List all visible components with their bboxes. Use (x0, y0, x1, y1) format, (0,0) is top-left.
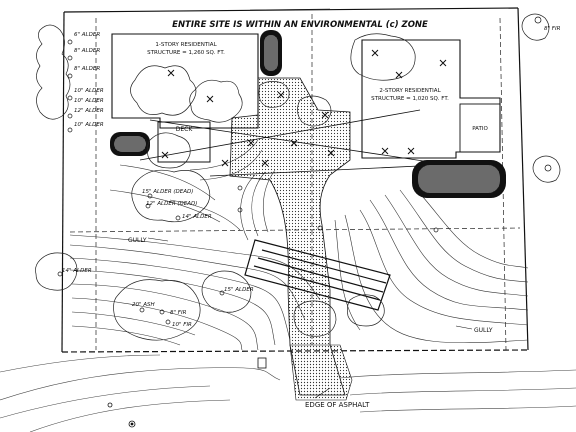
tree-label-alder-dead-1: 15" ALDER (DEAD) (142, 189, 193, 195)
tree-label-alder-4: 10" ALDER (74, 88, 104, 94)
edge-of-asphalt-label: EDGE OF ASPHALT (305, 401, 370, 409)
culvert-structure (244, 239, 391, 311)
deck-label: DECK (176, 126, 194, 133)
one-story-label: 1-STORY RESIDENTIAL (155, 42, 217, 48)
drain-pad-left (110, 132, 150, 156)
road-contours (0, 354, 576, 432)
tree-label-alder-1: 6" ALDER (74, 32, 100, 38)
tree-label-alder-14: 14" ALDER (182, 214, 212, 220)
north-boundary-annotation (249, 8, 331, 11)
patio-label: PATIO (472, 126, 488, 132)
site-section-lines (139, 109, 451, 177)
two-story-area: STRUCTURE = 1,020 SQ. FT. (371, 96, 449, 102)
tree-label-ash-20: 20" ASH (132, 302, 155, 308)
two-story-structure: 2-STORY RESIDENTIAL STRUCTURE = 1,020 SQ… (361, 39, 501, 159)
tree-label-alder-15: 15" ALDER (224, 287, 254, 293)
drain-pad-top (260, 30, 282, 76)
asphalt-strip (289, 344, 353, 401)
one-story-structure: 1-STORY RESIDENTIAL STRUCTURE = 1,260 SQ… (111, 33, 259, 129)
gully-label-right: GULLY (474, 327, 493, 334)
two-story-label: 2-STORY RESIDENTIAL (379, 88, 441, 94)
tree-label-alder-dead-2: 12" ALDER (DEAD) (146, 201, 197, 207)
tree-removal-marks (161, 49, 447, 167)
property-boundary (61, 7, 529, 353)
utility-markers (107, 357, 267, 428)
tree-label-alder-3: 8" ALDER (74, 66, 100, 72)
environmental-zone-banner: ENTIRE SITE IS WITHIN AN ENVIRONMENTAL (… (172, 20, 428, 30)
tree-label-alder-6: 12" ALDER (74, 108, 104, 114)
tree-label-fir-8: 8" FIR (170, 310, 187, 316)
one-story-area: STRUCTURE = 1,260 SQ. FT. (147, 50, 225, 56)
tree-label-alder-7: 10" ALDER (74, 122, 104, 128)
tree-label-fir-corner: 8" FIR (544, 26, 561, 32)
tree-label-alder-2: 8" ALDER (74, 48, 100, 54)
tree-label-fir-10: 10" FIR (172, 322, 192, 328)
deck: DECK (157, 121, 211, 163)
tree-label-alder-5: 10" ALDER (74, 98, 104, 104)
topographic-contours (69, 139, 529, 351)
tree-label-alder-left: 14" ALDER (62, 268, 92, 274)
tree-trunks (57, 16, 552, 325)
drain-pad-right (412, 160, 506, 198)
patio: PATIO (459, 103, 501, 153)
tree-canopies (35, 13, 561, 341)
gully-label-left: GULLY (128, 237, 147, 244)
